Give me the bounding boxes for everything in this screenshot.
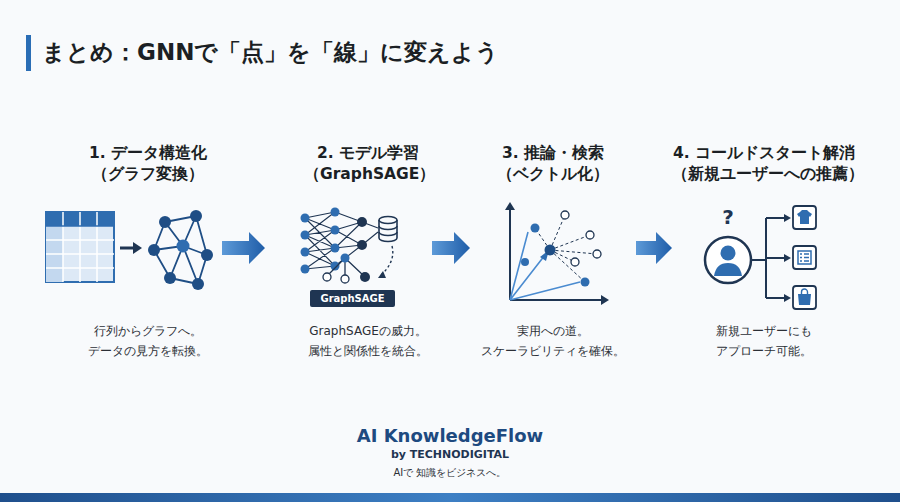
item-box bbox=[793, 286, 816, 309]
question-mark: ? bbox=[713, 206, 743, 228]
tree-node bbox=[360, 272, 370, 282]
table-icon bbox=[46, 212, 114, 282]
bag-handle bbox=[802, 289, 808, 295]
network-icon bbox=[301, 208, 398, 284]
tree-node bbox=[323, 273, 331, 281]
flow-arrow bbox=[222, 232, 265, 264]
dashed-links bbox=[535, 215, 597, 282]
branch-lines bbox=[751, 218, 786, 298]
step-column: 1. データ構造化 （グラフ変換） 行列からグラフへ。 データの見方を転換。 bbox=[40, 143, 222, 368]
title-bar bbox=[26, 35, 31, 71]
shirt-icon bbox=[797, 210, 812, 224]
label-badge: GraphSAGE bbox=[310, 290, 395, 307]
db-top bbox=[379, 217, 397, 224]
flow-arrow bbox=[636, 232, 672, 264]
graph-node bbox=[190, 210, 202, 222]
neuron bbox=[331, 262, 340, 271]
neuron bbox=[301, 231, 310, 240]
arrow-head bbox=[133, 242, 142, 254]
neuron bbox=[301, 265, 310, 274]
neuron bbox=[301, 248, 310, 257]
dotted-arrow bbox=[380, 246, 393, 276]
point bbox=[581, 278, 590, 287]
flow-arrow bbox=[432, 232, 470, 264]
user-head bbox=[721, 246, 736, 261]
neuron bbox=[357, 240, 367, 250]
user-body bbox=[714, 263, 742, 276]
graph-edges bbox=[154, 216, 207, 284]
step-description: 行列からグラフへ。 データの見方を転換。 bbox=[74, 321, 222, 361]
brand-byline: by TECHNODIGITAL bbox=[250, 448, 650, 462]
step-description: 実用への道。 スケーラビリティを確保。 bbox=[470, 321, 636, 361]
step-description: GraphSAGEの威力。 属性と関係性を統合。 bbox=[304, 321, 432, 361]
point bbox=[531, 224, 540, 233]
graph-node bbox=[164, 272, 176, 284]
vectors bbox=[510, 232, 580, 300]
dotted-arrow-head bbox=[378, 271, 386, 278]
step-heading: 4. コールドスタート解消 （新規ユーザーへの推薦） bbox=[672, 143, 856, 185]
step-column: 3. 推論・検索 （ベクトル化） 実用への道。 スケーラビリティを確保。 bbox=[470, 143, 636, 368]
graph-icon bbox=[148, 210, 213, 290]
step-heading: 2. モデル学習 （GraphSAGE） bbox=[304, 143, 432, 185]
network-links bbox=[305, 212, 378, 269]
step-column: 4. コールドスタート解消 （新規ユーザーへの推薦） 新規ユーザーにも アプローチ… bbox=[672, 143, 856, 368]
tree-node bbox=[341, 275, 349, 283]
vector-plot bbox=[505, 202, 609, 305]
axis-heads bbox=[505, 202, 609, 305]
neuron bbox=[331, 208, 340, 217]
neuron bbox=[357, 217, 367, 227]
point bbox=[521, 258, 529, 266]
db-rings bbox=[379, 226, 397, 236]
badge-text: GraphSAGE bbox=[310, 290, 395, 307]
item-box bbox=[793, 246, 816, 269]
bottom-bar bbox=[0, 493, 900, 502]
user-icon bbox=[705, 206, 816, 309]
point bbox=[586, 231, 594, 239]
point bbox=[571, 258, 579, 266]
step-heading: 3. 推論・検索 （ベクトル化） bbox=[470, 143, 636, 185]
small-arrow bbox=[120, 242, 142, 254]
table-grid bbox=[46, 212, 114, 282]
axes bbox=[510, 207, 604, 300]
neuron bbox=[301, 214, 310, 223]
brand-name: AI KnowledgeFlow bbox=[250, 425, 650, 447]
brand-tagline: AIで 知識をビジネスへ。 bbox=[250, 466, 650, 479]
point bbox=[593, 250, 601, 258]
neuron bbox=[331, 244, 340, 253]
graph-node bbox=[177, 240, 190, 253]
slide-title: まとめ：GNNで「点」を「線」に変えよう bbox=[42, 36, 499, 68]
step-heading: 1. データ構造化 （グラフ変換） bbox=[74, 143, 222, 185]
graph-node bbox=[148, 244, 160, 256]
graph-node bbox=[159, 216, 171, 228]
tree-node bbox=[341, 254, 350, 263]
graph-node bbox=[192, 278, 204, 290]
point bbox=[545, 245, 556, 256]
branch-heads bbox=[784, 214, 791, 302]
table-body bbox=[46, 212, 114, 282]
neuron bbox=[331, 226, 340, 235]
list-icon bbox=[798, 251, 811, 264]
step-column: 2. モデル学習 （GraphSAGE） GraphSAGEの威力。 属性と関係性… bbox=[265, 143, 432, 368]
step-description: 新規ユーザーにも アプローチ可能。 bbox=[672, 321, 856, 361]
graph-node bbox=[201, 249, 213, 261]
database bbox=[379, 217, 397, 242]
user-ring bbox=[705, 237, 751, 283]
arrow-shaft bbox=[120, 247, 134, 250]
point bbox=[561, 211, 569, 219]
bag-icon bbox=[798, 294, 811, 305]
list-lines bbox=[800, 254, 809, 261]
table-grid bbox=[46, 225, 114, 227]
item-box bbox=[793, 206, 816, 229]
